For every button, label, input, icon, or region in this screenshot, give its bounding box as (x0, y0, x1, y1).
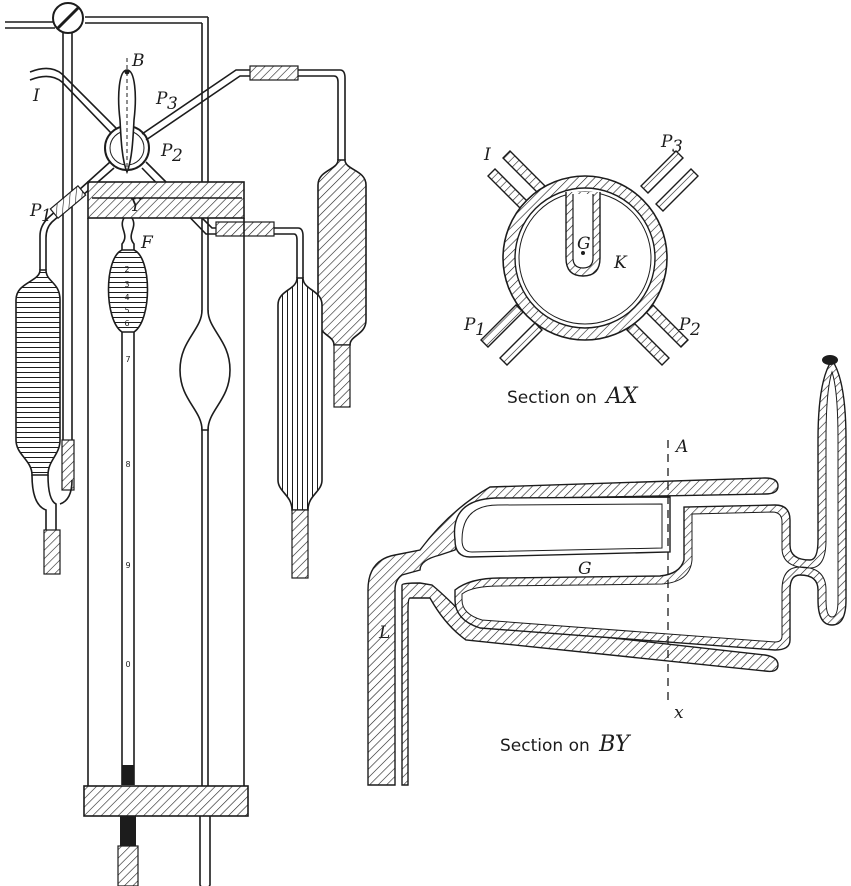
ax-label-p3-sub: 3 (672, 137, 683, 157)
section-by: A x G L Section on BY (367, 355, 847, 786)
caption-ax-prefix: Section on (507, 388, 597, 408)
measuring-burette (107, 217, 149, 785)
label-p1: P (29, 201, 42, 221)
label-p3-sub: 3 (167, 94, 178, 114)
section-ax-arms (480, 150, 699, 366)
burette-scale: 2 3 4 5 6 7 8 9 0 1 (124, 265, 130, 774)
top-stopcock (5, 2, 208, 34)
label-b: B (131, 51, 145, 71)
scale-mark: 5 (124, 306, 129, 315)
caption-section-ax: Section on AX (507, 384, 639, 409)
pressure-bulb (179, 309, 231, 431)
side-burette (61, 33, 75, 491)
scale-mark: 6 (124, 319, 129, 328)
by-label-a: A (674, 437, 688, 457)
bottom-clamp-plate (83, 785, 249, 817)
by-label-g: G (578, 559, 592, 579)
label-inlet-i: I (32, 86, 40, 106)
reservoir-right (277, 277, 323, 579)
caption-by-letters: BY (598, 732, 632, 757)
ax-label-p3: P (660, 132, 673, 152)
ax-label-p2-sub: 2 (689, 320, 701, 340)
reservoir-upper-right (317, 159, 367, 408)
label-p1-sub: 1 (41, 206, 52, 226)
junction-block (104, 58, 150, 175)
gas-apparatus: 2 3 4 5 6 7 8 9 0 1 I B P 3 P 2 P 1 Y F (5, 2, 367, 886)
by-label-x: x (674, 703, 684, 723)
ax-label-k: K (613, 253, 628, 273)
label-p2: P (160, 141, 173, 161)
top-clamp-plate (87, 181, 245, 219)
caption-section-by: Section on BY (500, 732, 632, 757)
ax-label-p1-sub: 1 (475, 320, 486, 340)
label-p3: P (155, 89, 168, 109)
ax-label-g: G (577, 234, 591, 254)
caption-by-prefix: Section on (500, 736, 590, 756)
label-f: F (140, 233, 154, 253)
by-label-l: L (378, 623, 390, 643)
scale-mark: 8 (125, 460, 130, 469)
scale-mark: 3 (124, 280, 129, 289)
caption-ax-letters: AX (604, 384, 639, 409)
scale-mark: 9 (125, 561, 130, 570)
ax-label-p1: P (463, 315, 476, 335)
scale-mark: 0 (125, 660, 130, 669)
scale-mark: 7 (125, 355, 130, 364)
scale-mark: 1 (125, 765, 130, 774)
reservoir-left (15, 269, 73, 575)
section-ax: I P 3 G K P 1 P 2 Section on AX (463, 132, 701, 409)
ax-label-p2: P (678, 315, 691, 335)
label-p2-sub: 2 (171, 146, 183, 166)
ax-label-i: I (483, 145, 491, 165)
label-y: Y (130, 196, 143, 216)
scale-mark: 2 (124, 265, 129, 274)
scale-mark: 4 (124, 293, 129, 302)
